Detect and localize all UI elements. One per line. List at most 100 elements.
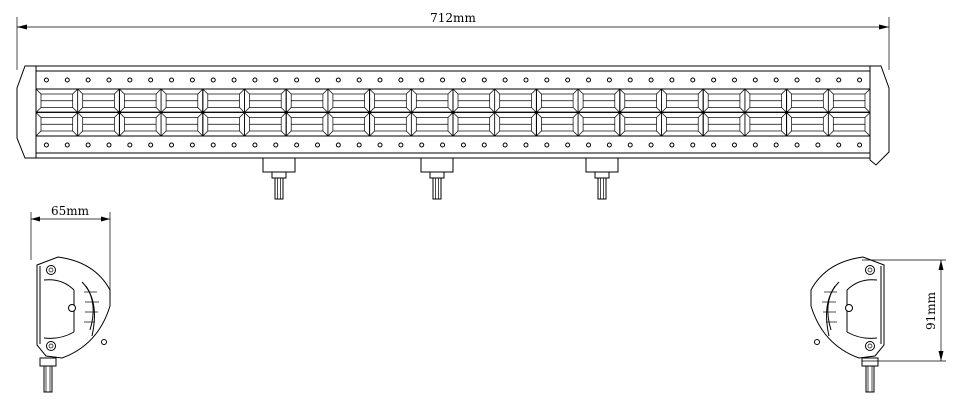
led-reflector xyxy=(827,112,871,137)
housing-screw xyxy=(794,77,800,83)
housing-screw xyxy=(169,77,175,83)
housing-screw xyxy=(565,142,571,148)
divider-screw xyxy=(117,110,121,115)
housing-screw xyxy=(189,77,195,83)
housing-screw xyxy=(377,142,383,148)
led-reflector xyxy=(369,112,412,137)
housing-screw xyxy=(419,77,425,83)
housing-screw xyxy=(148,142,154,148)
housing-screw xyxy=(398,142,404,148)
housing-screw xyxy=(106,142,112,148)
housing-screw xyxy=(210,142,216,148)
housing-screw xyxy=(836,142,842,148)
housing-screw xyxy=(314,77,320,83)
mounting-bracket xyxy=(420,157,454,200)
housing-screw xyxy=(586,142,592,148)
housing-screw xyxy=(43,77,49,83)
housing-screw xyxy=(43,142,49,148)
housing-screw xyxy=(794,142,800,148)
housing-screw xyxy=(189,142,195,148)
housing-screw xyxy=(669,77,675,83)
housing-screw xyxy=(64,142,70,148)
housing-screw xyxy=(606,142,612,148)
housing-screw xyxy=(857,142,863,148)
height-label: 91mm xyxy=(924,291,938,330)
housing-screw xyxy=(356,77,362,83)
divider-screw xyxy=(618,110,622,115)
left-end-cap xyxy=(16,65,37,159)
housing-screw xyxy=(85,142,91,148)
housing-screw xyxy=(690,77,696,83)
housing-screw xyxy=(419,142,425,148)
depth-label: 65mm xyxy=(51,204,90,218)
led-reflector xyxy=(410,112,454,137)
housing-screw xyxy=(836,77,842,83)
led-reflector xyxy=(244,112,287,137)
housing-screw xyxy=(752,77,758,83)
housing-screw xyxy=(586,77,592,83)
housing-screw xyxy=(669,142,675,148)
housing-screw xyxy=(148,77,154,83)
housing-screw xyxy=(127,142,133,148)
divider-screw xyxy=(451,110,455,115)
divider-screw xyxy=(201,110,205,115)
housing-screw xyxy=(773,77,779,83)
housing-screw xyxy=(273,77,279,83)
housing-screw xyxy=(711,142,717,148)
divider-screw xyxy=(534,110,539,115)
housing-screw xyxy=(64,77,70,83)
housing-screw xyxy=(523,142,529,148)
housing-screw xyxy=(627,77,633,83)
left-side-view: 65mm xyxy=(30,204,111,393)
housing-screw xyxy=(210,77,216,83)
divider-screw xyxy=(701,110,705,115)
housing-screw xyxy=(460,77,466,83)
housing-screw xyxy=(273,142,279,148)
housing-screw xyxy=(460,142,466,148)
housing-screw xyxy=(440,77,446,83)
housing-screw xyxy=(106,77,112,83)
length-dimension: 712mm xyxy=(16,11,890,70)
divider-screw xyxy=(785,110,789,115)
housing-screw xyxy=(252,77,258,83)
led-reflector xyxy=(827,88,871,113)
right-end-cap xyxy=(869,65,890,166)
mounting-bracket xyxy=(585,157,619,200)
housing-screw xyxy=(481,77,487,83)
housing-screw xyxy=(502,77,508,83)
housing-screw xyxy=(231,142,237,148)
right-side-housing xyxy=(810,256,885,393)
housing-screws xyxy=(43,77,863,148)
housing-screw xyxy=(85,77,91,83)
divider-screw xyxy=(284,110,288,115)
housing-screw xyxy=(502,142,508,148)
mounting-brackets xyxy=(262,157,619,200)
housing-screw xyxy=(648,142,654,148)
housing-screw xyxy=(648,77,654,83)
mounting-bracket xyxy=(262,157,296,200)
housing-screw xyxy=(773,142,779,148)
housing-screw xyxy=(169,142,175,148)
housing-screw xyxy=(356,142,362,148)
divider-screw xyxy=(368,110,372,115)
housing-screw xyxy=(815,142,821,148)
housing-screw xyxy=(606,77,612,83)
led-reflector xyxy=(661,112,704,137)
housing-screw xyxy=(231,77,237,83)
housing-screw xyxy=(377,77,383,83)
housing-screw xyxy=(752,142,758,148)
housing-screw xyxy=(335,142,341,148)
housing-screw xyxy=(335,77,341,83)
front-view xyxy=(16,65,890,200)
housing-screw xyxy=(731,77,737,83)
housing-screw xyxy=(815,77,821,83)
housing-screw xyxy=(481,142,487,148)
housing-screw xyxy=(127,77,133,83)
length-label: 712mm xyxy=(430,11,476,25)
right-side-view: 91mm xyxy=(810,256,946,393)
housing-screw xyxy=(565,77,571,83)
housing-screw xyxy=(544,142,550,148)
housing-screw xyxy=(690,142,696,148)
housing-screw xyxy=(627,142,633,148)
